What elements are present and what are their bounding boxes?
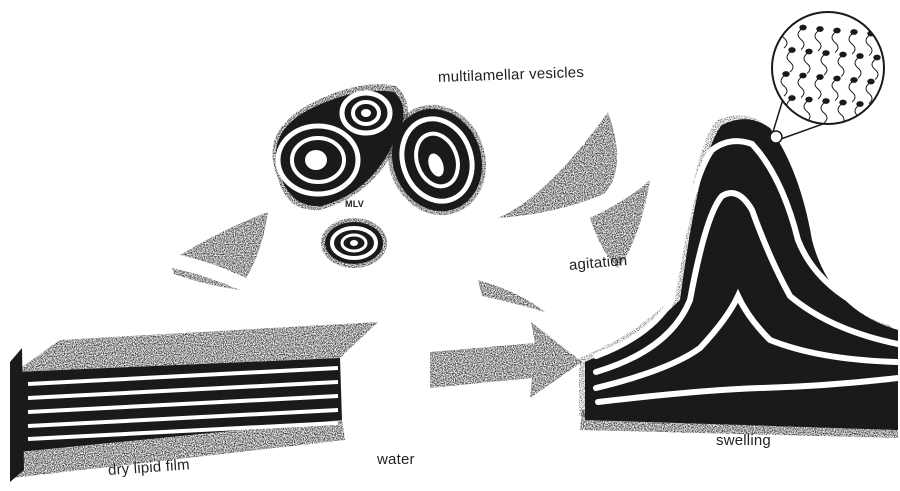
lipid-head	[817, 27, 823, 32]
arrow-curl	[478, 280, 545, 312]
lipid-head	[800, 25, 806, 30]
bilayer-zoom-inset	[770, 12, 884, 143]
swelling-label: swelling	[716, 432, 771, 449]
film-left-edge	[10, 348, 24, 482]
lipid-head	[823, 51, 829, 56]
right-peeling-sheet	[498, 112, 617, 218]
zoom-source-circle	[770, 131, 782, 143]
lipid-head	[834, 76, 840, 81]
left-peeling-sheet	[180, 212, 268, 278]
lipid-head	[806, 49, 812, 54]
lipid-head	[800, 73, 806, 78]
zoom-circle	[772, 12, 884, 124]
swelling-mound	[579, 115, 898, 438]
vesicle-large-left	[272, 84, 408, 210]
multilamellar-vesicles	[272, 84, 501, 268]
lipid-head	[817, 75, 823, 80]
lipid-head	[868, 79, 874, 84]
lipid-head	[789, 48, 795, 53]
lipid-head	[857, 54, 863, 59]
lipid-head	[789, 96, 795, 101]
dry-lipid-film	[10, 322, 378, 482]
lipid-head	[783, 72, 789, 77]
lipid-head	[840, 52, 846, 57]
lipid-head	[823, 99, 829, 104]
left-sheet-tail	[172, 268, 240, 290]
lipid-head	[851, 30, 857, 35]
vesicle-small-mlv	[321, 218, 387, 268]
lipid-head	[874, 103, 880, 108]
lipid-head	[874, 55, 880, 60]
lipid-head	[834, 28, 840, 33]
lipid-tail	[872, 108, 878, 128]
water-label: water	[377, 451, 415, 468]
lipid-head	[840, 100, 846, 105]
mlv-label: MLV	[345, 199, 364, 209]
lipid-head	[857, 102, 863, 107]
lipid-head	[806, 97, 812, 102]
arrow-body	[430, 322, 582, 398]
water-arrow	[430, 280, 582, 398]
lipid-head	[851, 78, 857, 83]
